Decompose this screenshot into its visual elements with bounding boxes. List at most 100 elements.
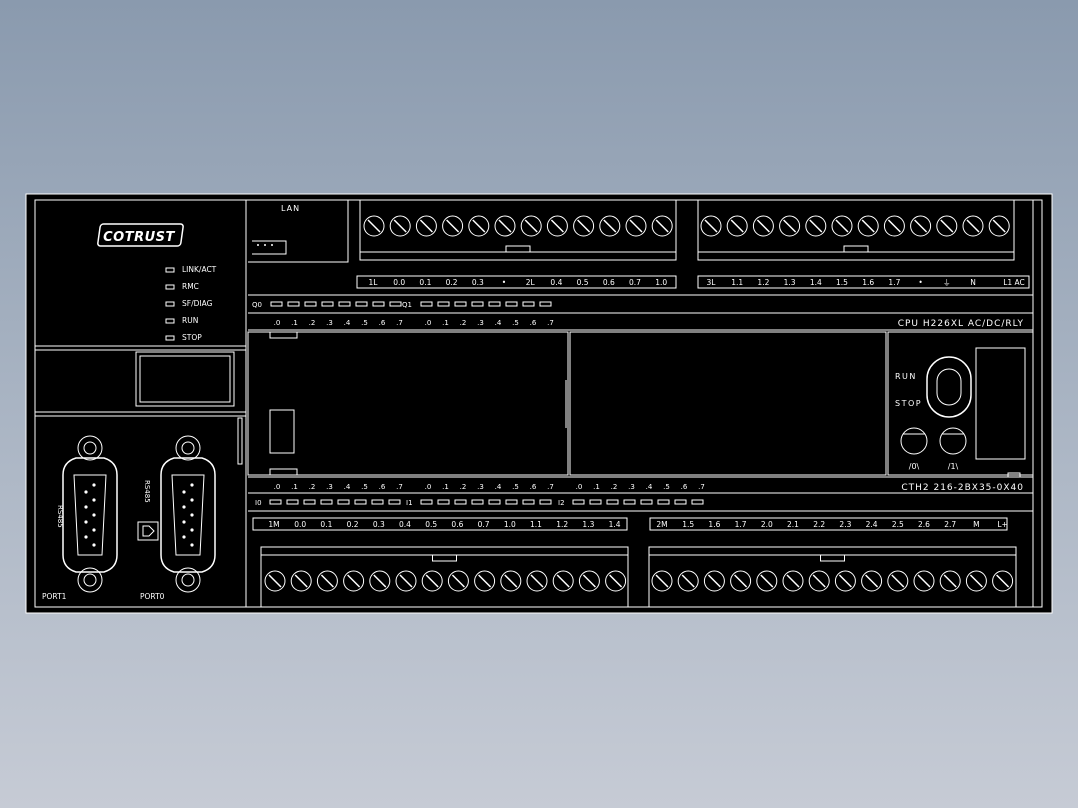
terminal-screw[interactable] (468, 215, 490, 237)
input-led (623, 499, 636, 505)
terminal-screw[interactable] (752, 215, 774, 237)
terminal-screw[interactable] (805, 215, 827, 237)
terminal-screw[interactable] (546, 215, 568, 237)
terminal-screw[interactable] (369, 570, 391, 592)
door-latch[interactable] (269, 409, 295, 454)
output-led (287, 301, 300, 307)
terminal-screw[interactable] (965, 570, 987, 592)
terminal-label: 1M (268, 520, 279, 529)
input-led (320, 499, 333, 505)
i-bit-label: .4 (495, 483, 502, 491)
terminal-screw[interactable] (474, 570, 496, 592)
terminal-screw[interactable] (520, 215, 542, 237)
terminal-screw[interactable] (756, 570, 778, 592)
terminal-screw[interactable] (677, 570, 699, 592)
terminal-label: 1.6 (708, 520, 720, 529)
analog-pot-1[interactable] (939, 427, 967, 455)
q1-label: Q1 (402, 301, 412, 309)
terminal-label: 1.2 (556, 520, 568, 529)
terminal-screw[interactable] (316, 570, 338, 592)
q-bit-label: .1 (442, 319, 449, 327)
terminal-screw[interactable] (936, 215, 958, 237)
i1-label: I1 (406, 499, 413, 507)
terminal-screw[interactable] (526, 570, 548, 592)
terminal-label: N (970, 278, 976, 287)
q-bit-label: .0 (274, 319, 281, 327)
i-bit-label: .7 (396, 483, 403, 491)
terminal-screw[interactable] (605, 570, 627, 592)
terminal-screw[interactable] (625, 215, 647, 237)
rs485-port[interactable] (62, 435, 118, 593)
terminal-label: 2.7 (944, 520, 956, 529)
terminal-screw[interactable] (992, 570, 1014, 592)
rs485-port[interactable] (160, 435, 216, 593)
terminal-screw[interactable] (651, 215, 673, 237)
terminal-screw[interactable] (442, 215, 464, 237)
expansion-door-right[interactable] (569, 331, 887, 476)
terminal-screw[interactable] (883, 215, 905, 237)
analog-pot-0[interactable] (900, 427, 928, 455)
terminal-label: 0.6 (451, 520, 463, 529)
terminal-screw[interactable] (421, 570, 443, 592)
terminal-screw[interactable] (389, 215, 411, 237)
i-bit-label: .1 (442, 483, 449, 491)
brand-logo: COTRUST (97, 223, 184, 247)
status-led (165, 301, 175, 307)
terminal-screw[interactable] (831, 215, 853, 237)
terminal-screw[interactable] (415, 215, 437, 237)
terminal-screw[interactable] (887, 570, 909, 592)
terminal-screw[interactable] (939, 570, 961, 592)
model-name: CPU H226XL AC/DC/RLY (898, 319, 1024, 329)
port-arrow-icon (137, 521, 159, 541)
terminal-screw[interactable] (552, 570, 574, 592)
terminal-screw[interactable] (910, 215, 932, 237)
terminal-screw[interactable] (494, 215, 516, 237)
terminal-screw[interactable] (779, 215, 801, 237)
terminal-screw[interactable] (700, 215, 722, 237)
terminal-screw[interactable] (834, 570, 856, 592)
battery-cover[interactable] (975, 347, 1026, 460)
terminal-screw[interactable] (290, 570, 312, 592)
i-bit-label: .7 (547, 483, 554, 491)
expansion-door-left[interactable] (247, 331, 569, 476)
q-bit-label: .7 (396, 319, 403, 327)
terminal-screw[interactable] (808, 570, 830, 592)
terminal-screw[interactable] (599, 215, 621, 237)
rs485-label: RS485 (143, 480, 151, 503)
terminal-label: 0.2 (347, 520, 359, 529)
memory-cartridge-slot[interactable] (135, 351, 235, 407)
terminal-screw[interactable] (782, 570, 804, 592)
terminal-screw[interactable] (913, 570, 935, 592)
terminal-screw[interactable] (447, 570, 469, 592)
terminal-screw[interactable] (264, 570, 286, 592)
terminal-screw[interactable] (395, 570, 417, 592)
port-0-label: PORT0 (140, 592, 165, 601)
lan-socket[interactable] (248, 200, 349, 263)
input-label-strip-left (252, 517, 628, 531)
terminal-label: 1.5 (836, 278, 848, 287)
terminal-screw[interactable] (651, 570, 673, 592)
terminal-screw[interactable] (343, 570, 365, 592)
terminal-screw[interactable] (703, 570, 725, 592)
run-stop-switch[interactable] (926, 356, 972, 418)
terminal-screw[interactable] (857, 215, 879, 237)
output-led (488, 301, 501, 307)
terminal-screw[interactable] (363, 215, 385, 237)
terminal-screw[interactable] (573, 215, 595, 237)
terminal-screw[interactable] (730, 570, 752, 592)
part-number: CTH2 216-2BX35-0X40 (901, 483, 1024, 493)
terminal-screw[interactable] (962, 215, 984, 237)
output-led (304, 301, 317, 307)
input-led (388, 499, 401, 505)
output-led (522, 301, 535, 307)
terminal-screw[interactable] (578, 570, 600, 592)
terminal-screw[interactable] (500, 570, 522, 592)
terminal-screw[interactable] (726, 215, 748, 237)
terminal-screw[interactable] (988, 215, 1010, 237)
input-led (354, 499, 367, 505)
status-led (165, 335, 175, 341)
terminal-label: 2L (526, 278, 536, 287)
i-bit-label: .2 (460, 483, 467, 491)
terminal-label: 0.5 (577, 278, 589, 287)
terminal-screw[interactable] (861, 570, 883, 592)
